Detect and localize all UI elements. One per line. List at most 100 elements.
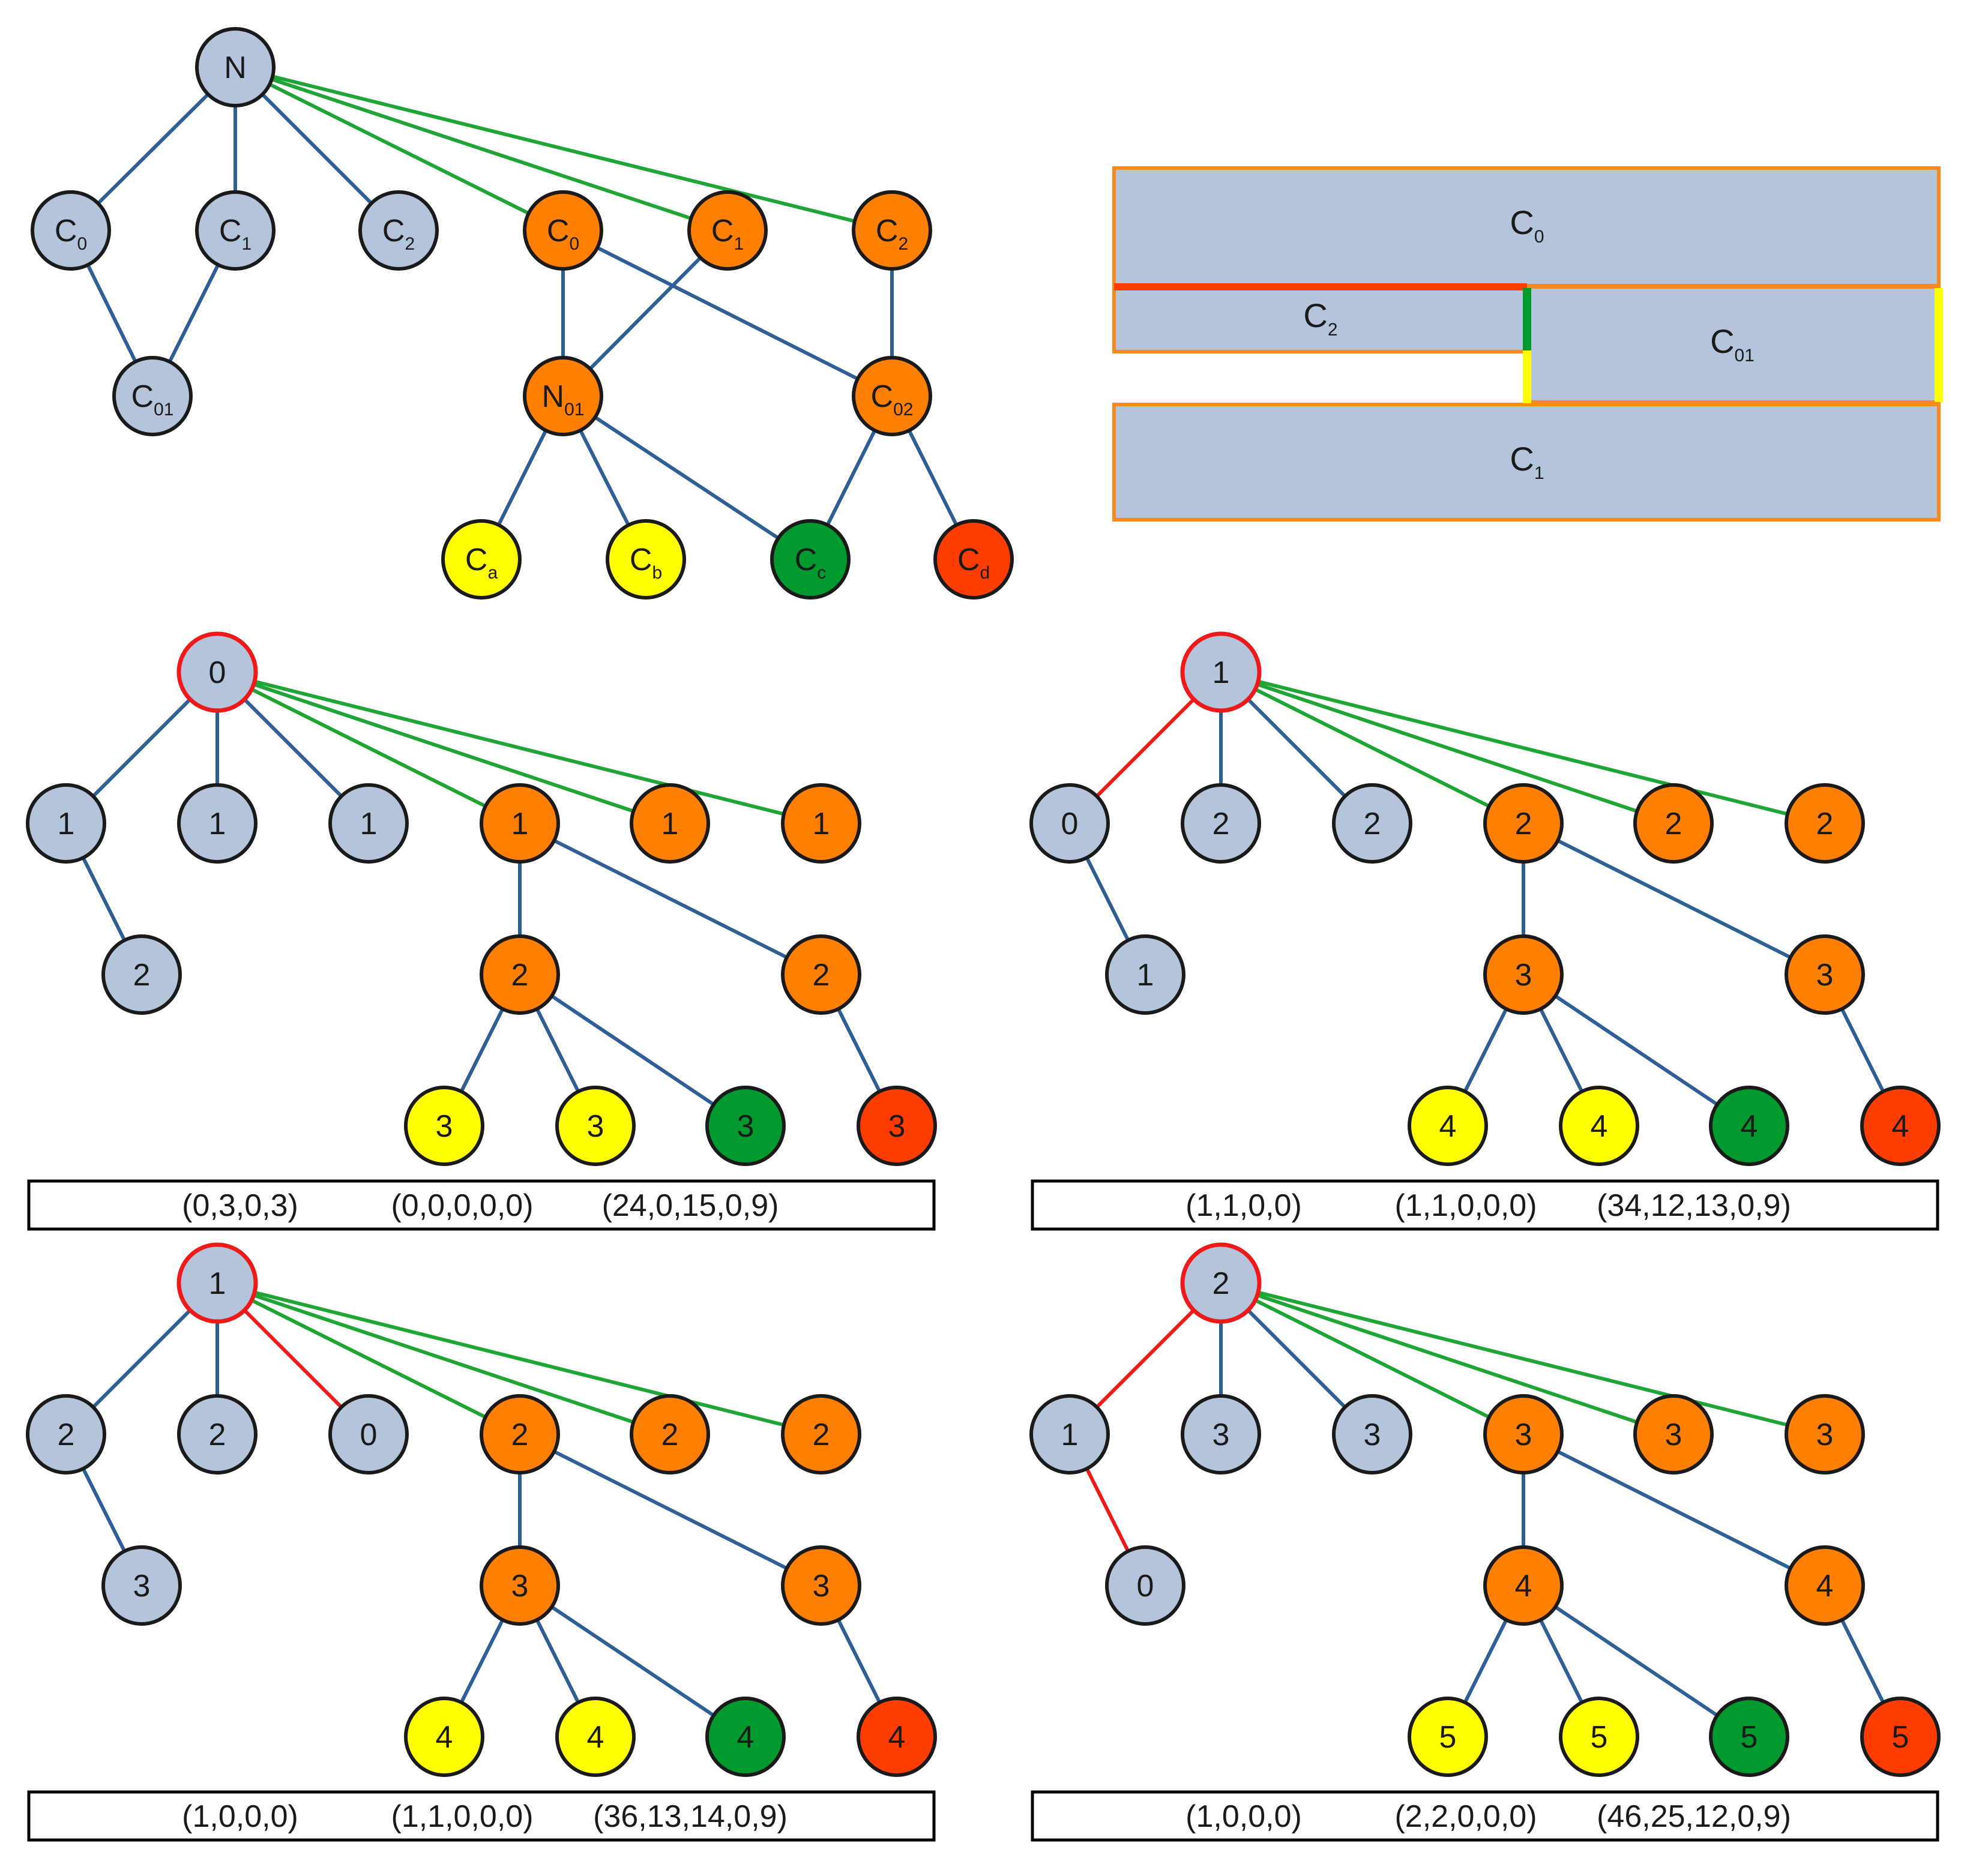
panel-1-leaf-node-0: 4 xyxy=(1408,1086,1488,1166)
panel-3-blue-child-node-label-main: 0 xyxy=(1137,1569,1154,1604)
panel-2-edge-root-orange-0 xyxy=(216,1281,521,1436)
panel-1-blue-node-1-circle xyxy=(1181,783,1261,864)
panel-0-root-node-label-main: 0 xyxy=(209,655,226,690)
panel-1-blue-node-1-label: 2 xyxy=(1212,807,1230,841)
panel-3-leaf-node-3: 5 xyxy=(1860,1697,1941,1777)
top-orange-node-2: C2 xyxy=(852,190,932,271)
region-c2-label: C2 xyxy=(1303,296,1337,340)
panel-1-leaf-node-1-label: 4 xyxy=(1591,1109,1608,1144)
panel-0-orange-mid-node-0: 2 xyxy=(480,934,560,1015)
top-leaf-node-3-label-main: C xyxy=(957,543,980,577)
top-blue-node-0-label-sub: 0 xyxy=(77,234,87,254)
panel-2-blue-child-node-label: 3 xyxy=(133,1569,151,1604)
panel-2-caption-box xyxy=(27,1790,936,1842)
panel-1-edge-root-orange-0 xyxy=(1220,670,1525,825)
panel-3-edge-root-orange-1 xyxy=(1220,1281,1674,1436)
panel-0-blue-child-node-circle xyxy=(101,934,182,1015)
panel-1-leaf-node-1-circle xyxy=(1559,1086,1639,1166)
panel-3-blue-node-2-label-main: 3 xyxy=(1364,1418,1381,1452)
top-leaf-node-0-label-main: C xyxy=(465,543,488,577)
panel-2-orange-mid-node-1: 3 xyxy=(781,1545,861,1626)
top-blue-node-1-label-sub: 1 xyxy=(241,234,252,254)
panel-0-orange-mid-node-1: 2 xyxy=(781,934,861,1015)
panel-1-leaf-node-3-label-main: 4 xyxy=(1892,1109,1909,1144)
top-root-node: N xyxy=(195,27,276,107)
top-leaf-node-0-label: Ca xyxy=(465,543,498,583)
region-c01-box xyxy=(1525,285,1941,404)
panel-2-leaf-node-1-circle xyxy=(555,1697,636,1777)
panel-0-orange-mid-node-0-circle xyxy=(480,934,560,1015)
top-orange-mid-node-1-label-main: C xyxy=(871,379,894,414)
top-orange-mid-node-1-label-sub: 02 xyxy=(893,400,913,419)
panel-2-edge-orange0-mid1 xyxy=(519,1433,822,1587)
panel-1-blue-child-node-circle xyxy=(1105,934,1185,1015)
panel-1-blue-child-node: 1 xyxy=(1105,934,1185,1015)
panel-3-orange-mid-node-0-circle xyxy=(1483,1545,1564,1626)
panel-0-root-node-circle xyxy=(176,631,258,713)
panel-2-orange-node-1: 2 xyxy=(630,1394,710,1475)
region-c0-label-sub: 0 xyxy=(1534,227,1544,247)
panel-2-leaf-node-3: 4 xyxy=(857,1697,937,1777)
panel-1-blue-child-node-label-main: 1 xyxy=(1137,958,1154,993)
panel-2-root-node-circle xyxy=(176,1242,258,1324)
panel-2-orange-mid-node-1-label: 3 xyxy=(813,1569,830,1604)
panel-0-caption-box xyxy=(27,1179,936,1231)
panel-3-leaf-node-3-circle xyxy=(1860,1697,1941,1777)
top-blue-node-1-circle xyxy=(195,190,276,271)
panel-0-blue-node-0-label: 1 xyxy=(58,807,75,841)
top-blue-grandchild-node-label: C01 xyxy=(131,379,174,419)
panel-0-leaf-node-2-circle xyxy=(705,1086,786,1166)
panel-2-caption-tuple-0: (1,0,0,0) xyxy=(182,1799,298,1834)
panel-3-orange-node-2-circle xyxy=(1785,1394,1865,1475)
panel-3-leaf-node-0-label-main: 5 xyxy=(1439,1720,1457,1755)
panel-2-orange-node-2-label: 2 xyxy=(813,1418,830,1452)
top-orange-node-1-label-sub: 1 xyxy=(733,234,744,254)
top-orange-node-0: C0 xyxy=(523,190,603,271)
panel-0-leaf-node-0-circle xyxy=(404,1086,484,1166)
panel-1-orange-mid-node-0: 3 xyxy=(1483,934,1564,1015)
panel-2-blue-node-1-label: 2 xyxy=(209,1418,226,1452)
panel-1-caption-tuple-0: (1,1,0,0) xyxy=(1185,1188,1302,1223)
panel-3-orange-node-2-label-main: 3 xyxy=(1816,1418,1834,1452)
panel-2-leaf-node-1-label: 4 xyxy=(587,1720,604,1755)
panel-1-root-node-circle xyxy=(1180,631,1262,713)
panel-3-leaf-node-1-label-main: 5 xyxy=(1591,1720,1608,1755)
panel-3-caption-box xyxy=(1031,1790,1939,1842)
panel-3-leaf-node-3-label-main: 5 xyxy=(1892,1720,1909,1755)
panel-0-orange-node-1-label-main: 1 xyxy=(661,807,679,841)
panel-3-blue-node-1-label: 3 xyxy=(1212,1418,1230,1452)
panel-1-blue-node-0-circle xyxy=(1029,783,1110,864)
top-orange-node-2-label: C2 xyxy=(876,214,908,254)
region-c1-label-sub: 1 xyxy=(1534,463,1544,483)
panel-0-orange-node-1-circle xyxy=(630,783,710,864)
panel-2-blue-node-2: 0 xyxy=(328,1394,409,1475)
panel-2-leaf-node-0-circle xyxy=(404,1697,484,1777)
panel-1-edge-mid0-leaf2 xyxy=(1522,973,1750,1128)
panel-3-orange-node-0: 3 xyxy=(1483,1394,1564,1475)
panel-0-caption: (0,3,0,3)(0,0,0,0,0)(24,0,15,0,9) xyxy=(27,1179,936,1231)
top-orange-mid-node-0-label-sub: 01 xyxy=(564,400,584,419)
top-leaf-node-2-label-sub: c xyxy=(817,563,826,583)
top-orange-mid-node-1: C02 xyxy=(852,356,932,436)
panel-2-orange-node-0-label: 2 xyxy=(511,1418,529,1452)
region-c2-box xyxy=(1112,285,1529,353)
top-blue-node-2: C2 xyxy=(358,190,439,271)
panel-3-orange-node-0-label-main: 3 xyxy=(1515,1418,1532,1452)
panel-1-root-node-label: 1 xyxy=(1212,655,1230,690)
top-orange-mid-node-1-label: C02 xyxy=(871,379,914,419)
panel-0-caption-tuple-1: (0,0,0,0,0) xyxy=(391,1188,533,1223)
top-edge-oc0-c02 xyxy=(562,229,893,398)
panel-2-blue-node-0-circle xyxy=(26,1394,106,1475)
panel-1-blue-node-2-circle xyxy=(1332,783,1412,864)
top-leaf-node-3: Cd xyxy=(933,519,1014,600)
panel-1-caption-tuple-2: (34,12,13,0,9) xyxy=(1597,1188,1791,1223)
region-c1-box xyxy=(1112,403,1941,522)
panel-2-caption-tuple-2: (36,13,14,0,9) xyxy=(593,1799,788,1834)
panel-3-root-node-label-main: 2 xyxy=(1212,1266,1230,1301)
panel-0-blue-child-node: 2 xyxy=(101,934,182,1015)
top-leaf-node-0-label-sub: a xyxy=(487,563,498,583)
panel-0-caption-tuple-2: (24,0,15,0,9) xyxy=(602,1188,779,1223)
panel-0-leaf-node-1-circle xyxy=(555,1086,636,1166)
